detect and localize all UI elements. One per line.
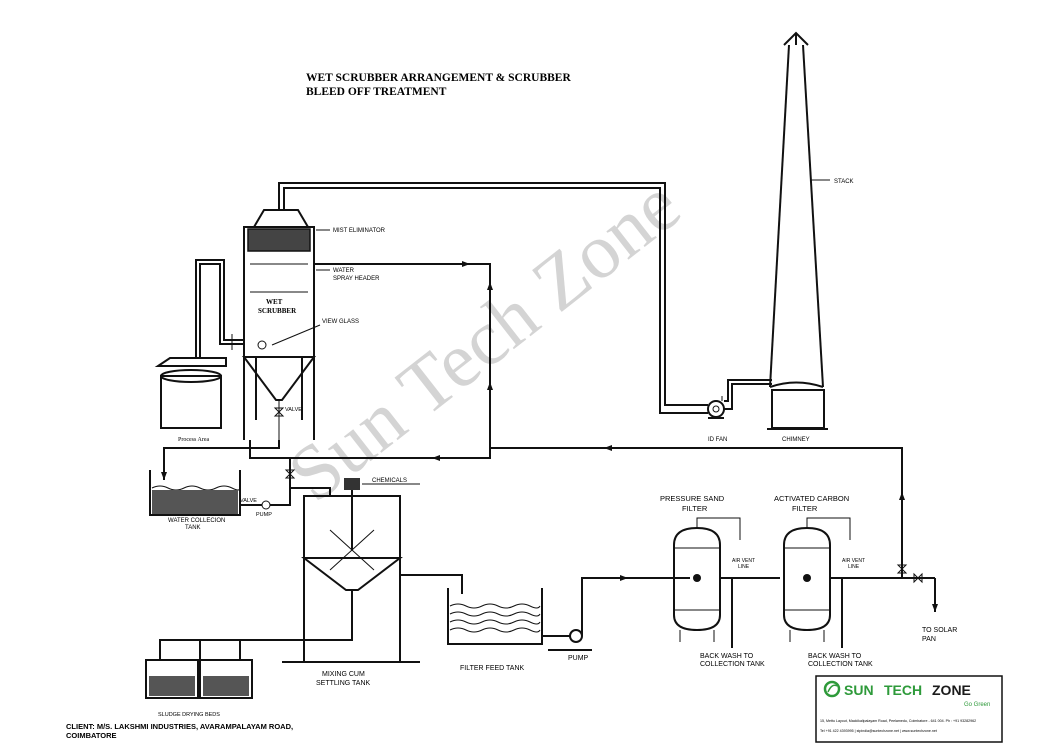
scrubber-valve-label: VALVE [285, 407, 302, 413]
water-collection-tank-label-1: WATER COLLECION [168, 518, 225, 524]
brand-zone: ZONE [932, 682, 971, 698]
client-line2: COIMBATORE [66, 731, 117, 740]
mixing-tank-label-1: MIXING CUM [322, 671, 365, 678]
air-vent-1-label-b: LINE [738, 564, 750, 570]
diagram-title-line1: WET SCRUBBER ARRANGEMENT & SCRUBBER [306, 72, 571, 84]
activated-carbon-filter [783, 517, 935, 648]
stack [767, 31, 830, 430]
water-label: WATER [333, 268, 355, 274]
client-line1: CLIENT: M/S. LAKSHMI INDUSTRIES, AVARAMP… [66, 722, 293, 731]
leaf-logo-icon [823, 680, 841, 698]
stack-label: STACK [834, 179, 854, 185]
tank-valve-label: VALVE [240, 498, 257, 504]
chemicals-label: CHEMICALS [372, 478, 407, 484]
sludge-beds-label: SLUDGE DRYING BEDS [158, 712, 220, 718]
back-wash-1-label-b: COLLECTION TANK [700, 661, 765, 668]
pressure-sand-filter-label-2: FILTER [682, 504, 708, 513]
water-collection-tank-label-2: TANK [185, 525, 201, 531]
company-logo-box: SUN TECH ZONE Go Green 15, Mettu Layout,… [815, 675, 1003, 743]
back-wash-2-label-a: BACK WASH TO [808, 653, 862, 660]
activated-carbon-filter-label-2: FILTER [792, 504, 818, 513]
filter-pump-label: PUMP [568, 655, 589, 662]
mixing-tank-label-2: SETTLING TANK [316, 680, 371, 687]
back-wash-2-label-b: COLLECTION TANK [808, 661, 873, 668]
spray-header-label: SPRAY HEADER [333, 276, 380, 282]
mixing-settling-tank [282, 478, 420, 663]
watermark: Sun Tech Zone [272, 160, 696, 518]
tank-pump-label: PUMP [256, 512, 272, 518]
filter-feed-tank [447, 588, 543, 645]
diagram-title-line2: BLEED OFF TREATMENT [306, 86, 447, 98]
air-vent-1-label-a: AIR VENT [732, 558, 755, 564]
activated-carbon-filter-label-1: ACTIVATED CARBON [774, 494, 849, 503]
air-vent-2-label-b: LINE [848, 564, 860, 570]
water-collection-tank [149, 470, 241, 516]
process-area [154, 259, 244, 429]
wet-label: WET [266, 298, 283, 306]
view-glass-label: VIEW GLASS [322, 319, 359, 325]
leaf-icon [827, 684, 838, 693]
air-vent-2-label-a: AIR VENT [842, 558, 865, 564]
filter-feed-tank-label: FILTER FEED TANK [460, 665, 525, 672]
sludge-drying-beds [145, 659, 253, 699]
pressure-sand-filter-label-1: PRESSURE SAND [660, 494, 725, 503]
company-address: 15, Mettu Layout, Mackikalipalayam Road,… [820, 719, 976, 723]
company-contact: Tel +91 422 4393995 | stpindia@suntechzo… [820, 729, 937, 733]
pressure-sand-filter [673, 517, 780, 648]
id-fan [707, 379, 772, 419]
to-solar-pan-label-2: PAN [922, 636, 936, 643]
to-solar-pan-label-1: TO SOLAR [922, 627, 957, 634]
brand-tagline: Go Green [964, 702, 990, 708]
mist-eliminator-label: MIST ELIMINATOR [333, 228, 386, 234]
brand-sun: SUN [844, 682, 874, 698]
wet-scrubber [242, 209, 330, 440]
scrubber-label: SCRUBBER [258, 307, 297, 315]
chimney-label: CHIMNEY [782, 437, 810, 443]
id-fan-label: ID FAN [708, 437, 727, 443]
process-area-label: Process Area [178, 437, 209, 443]
back-wash-1-label-a: BACK WASH TO [700, 653, 754, 660]
brand-tech: TECH [884, 682, 922, 698]
